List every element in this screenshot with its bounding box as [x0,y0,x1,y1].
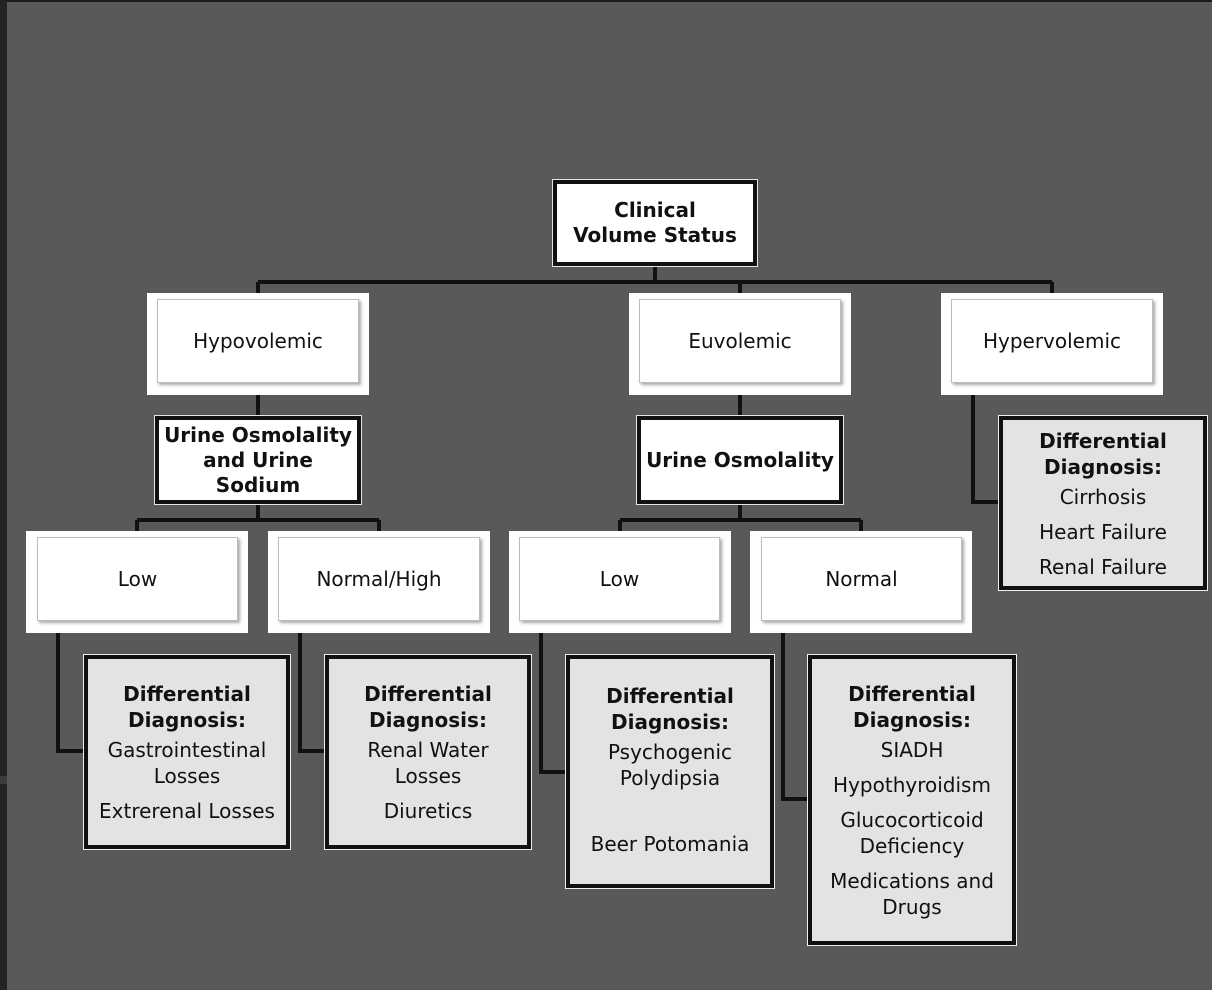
left-frame-bar [0,0,7,990]
differential-item: Heart Failure [1039,520,1167,544]
differential-item: Medications and Drugs [830,869,994,919]
differential-hypovolemic-low: Differential Diagnosis: Gastrointestinal… [83,654,291,850]
root-label: Clinical Volume Status [573,198,737,247]
left-frame-tick [0,776,7,784]
differential-item: Extrerenal Losses [99,799,275,823]
connector-normal-dx [781,620,810,801]
differential-item: Beer Potomania [590,832,750,856]
differential-euvolemic-low: Differential Diagnosis: Psychogenic Poly… [565,654,775,889]
differential-item: Renal Water Losses [367,738,489,788]
differential-item: Hypothyroidism [833,773,991,797]
result-normal: Normal [761,537,962,621]
differential-item: Renal Failure [1039,555,1167,579]
differential-title: Differential Diagnosis: [848,682,976,732]
result-low-1: Low [37,537,238,621]
hypovolemic-label: Hypovolemic [193,329,323,353]
differential-item: Psychogenic Polydipsia [607,740,733,790]
connector-low2-dx [539,620,568,774]
differential-item: Cirrhosis [1059,485,1147,509]
root-node: Clinical Volume Status [552,179,758,267]
connector-low1-dx [56,620,85,753]
test-urine-osm-sodium-label: Urine Osmolality and Urine Sodium [164,422,352,497]
result-normal-high: Normal/High [278,537,480,621]
connector-normalhigh-dx [298,620,326,753]
test-urine-osm-sodium: Urine Osmolality and Urine Sodium [154,415,362,505]
result-low-1-label: Low [117,567,158,591]
result-low-2: Low [519,537,720,621]
differential-title: Differential Diagnosis: [606,684,734,734]
differential-item: Diuretics [383,799,473,823]
differential-hypervolemic: Differential Diagnosis: Cirrhosis Heart … [998,415,1208,591]
differential-hypovolemic-normal-high: Differential Diagnosis: Renal Water Loss… [324,654,532,850]
result-normal-high-label: Normal/High [316,567,442,591]
differential-euvolemic-normal: Differential Diagnosis: SIADH Hypothyroi… [807,654,1017,946]
differential-title: Differential Diagnosis: [123,682,251,732]
result-normal-label: Normal [825,567,898,591]
differential-item: Glucocorticoid Deficiency [840,808,984,858]
result-low-2-label: Low [599,567,640,591]
differential-title: Differential Diagnosis: [364,682,492,732]
test-urine-osm-label: Urine Osmolality [646,447,834,472]
hypervolemic-node: Hypervolemic [951,299,1153,383]
hypervolemic-label: Hypervolemic [982,329,1122,353]
differential-item: Gastrointestinal Losses [107,738,267,788]
differential-item: SIADH [880,738,944,762]
test-urine-osm: Urine Osmolality [636,415,844,505]
top-frame-line [0,0,1212,2]
euvolemic-label: Euvolemic [688,329,792,353]
differential-title: Differential Diagnosis: [1039,429,1167,479]
connector-hypervolemic-dx [971,383,1000,504]
euvolemic-node: Euvolemic [639,299,841,383]
hypovolemic-node: Hypovolemic [157,299,359,383]
